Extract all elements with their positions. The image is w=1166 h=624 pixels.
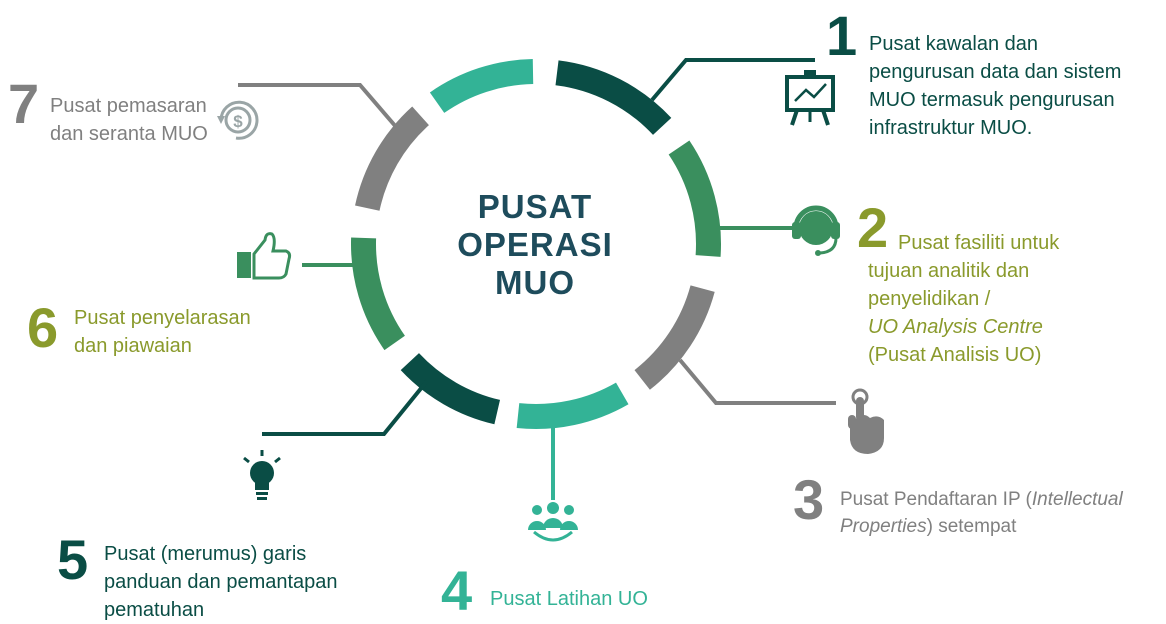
item-6-line: Pusat penyelarasan: [74, 307, 251, 329]
center-title-line-1: PUSAT: [477, 188, 593, 225]
connector-line-7: [238, 83, 399, 130]
item-4-number: 4: [441, 559, 473, 622]
item-3-text: Pusat Pendaftaran IP (Intellectual Prope…: [840, 487, 1123, 540]
item-6-number: 6: [27, 296, 59, 359]
item-2-text-cont: tujuan analitik dan penyelidikan / UO An…: [868, 257, 1043, 369]
item-2-line: Pusat fasiliti untuk: [898, 232, 1060, 254]
item-3-line2-italic: Properties: [840, 515, 927, 537]
item-3-line1-prefix: Pusat Pendaftaran IP (: [840, 489, 1032, 510]
ring-segment-6: [351, 237, 405, 351]
item-3-line2-suffix: ) setempat: [926, 515, 1017, 537]
dollar-cycle-icon: $: [217, 100, 259, 140]
item-3-number: 3: [793, 468, 825, 531]
item-5-line: pematuhan: [104, 599, 205, 621]
thumbs-up-icon: [237, 232, 292, 280]
ring-segment-2: [668, 140, 722, 257]
item-4-line: Pusat Latihan UO: [490, 588, 648, 610]
item-1-line: Pusat kawalan dan: [869, 33, 1039, 55]
item-7-number: 7: [8, 72, 40, 135]
item-7-line: dan seranta MUO: [50, 123, 208, 145]
item-5-number: 5: [57, 528, 89, 591]
item-2-line: tujuan analitik dan: [868, 260, 1030, 282]
center-title-line-2: OPERASI: [457, 225, 613, 263]
item-7-line: Pusat pemasaran: [50, 95, 207, 117]
item-3-line-1: Pusat Pendaftaran IP (Intellectual: [840, 487, 1123, 514]
item-5-line: Pusat (merumus) garis: [104, 543, 307, 565]
ring-segments: [351, 59, 722, 429]
item-1-line: MUO termasuk pengurusan: [869, 89, 1115, 111]
center-title-line-3: MUO: [495, 263, 575, 301]
item-3-line1-italic: Intellectual: [1031, 489, 1123, 510]
item-3-line-2: Properties) setempat: [840, 514, 1123, 541]
ring-segment-8: [429, 59, 534, 113]
connector-line-5: [262, 379, 429, 436]
touch-hand-icon: [848, 388, 884, 454]
ring-segment-7: [355, 106, 429, 211]
center-title: PUSAT OPERASI MUO: [430, 188, 640, 302]
group-people-icon: [528, 502, 578, 542]
presentation-chart-icon: [785, 70, 835, 126]
ring-segment-4: [516, 382, 629, 429]
headset-icon: [792, 205, 840, 256]
connector-line-3: [678, 358, 836, 405]
item-2-line-italic: UO Analysis Centre: [868, 316, 1043, 338]
ring-segment-5: [400, 353, 501, 425]
item-1-line: pengurusan data dan sistem: [869, 61, 1122, 83]
item-6-line: dan piawaian: [74, 335, 192, 357]
item-4-text: Pusat Latihan UO: [490, 585, 648, 613]
ring-segment-1: [555, 60, 672, 135]
ring-segment-3: [634, 285, 715, 390]
item-2-line: penyelidikan /: [868, 288, 991, 310]
item-6-text: Pusat penyelarasan dan piawaian: [74, 304, 251, 360]
connector-line-1: [650, 58, 815, 102]
item-2-number: 2: [857, 196, 889, 259]
lightbulb-icon: [243, 450, 281, 500]
item-5-line: panduan dan pemantapan: [104, 571, 338, 593]
svg-text:$: $: [233, 112, 243, 131]
item-5-text: Pusat (merumus) garis panduan dan pemant…: [104, 540, 338, 624]
item-7-text: Pusat pemasaran dan seranta MUO: [50, 92, 208, 148]
item-2-text: Pusat fasiliti untuk: [898, 229, 1059, 257]
item-1-line: infrastruktur MUO.: [869, 117, 1033, 139]
item-1-text: Pusat kawalan dan pengurusan data dan si…: [869, 30, 1121, 142]
item-1-number: 1: [826, 4, 858, 67]
item-2-line: (Pusat Analisis UO): [868, 344, 1042, 366]
